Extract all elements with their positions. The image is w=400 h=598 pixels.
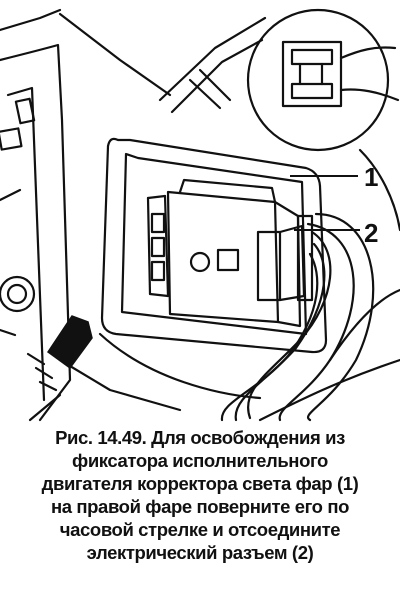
small-bracket <box>14 97 36 125</box>
housing-edge <box>0 8 62 32</box>
caption-line: двигателя корректора света фар (1) <box>41 473 359 494</box>
connector-pin <box>189 251 211 273</box>
diagram-drawing: 1 2 <box>0 8 400 422</box>
caption-line: на правой фаре поверните его по <box>50 496 349 517</box>
headlamp-diagram: 1 2 <box>0 8 400 422</box>
electrical-connector <box>166 190 280 324</box>
caption-line: Рис. 14.49. Для освобождения из <box>55 427 345 448</box>
upper-connector-ring <box>246 8 390 152</box>
housing-mid-line <box>58 12 172 97</box>
housing-inner-line <box>6 86 46 402</box>
upper-connector-plug <box>281 40 343 108</box>
lens-edge <box>358 148 400 232</box>
rotation-arrow-icon <box>46 315 93 370</box>
caption-line: электрический разъем (2) <box>86 542 314 563</box>
figure-caption: Рис. 14.49. Для освобождения из фиксатор… <box>0 426 400 564</box>
connector-latch <box>216 248 240 272</box>
grommet <box>0 275 36 313</box>
callout-1: 1 <box>364 162 378 192</box>
callout-2: 2 <box>364 218 378 248</box>
caption-line: часовой стрелке и отсоедините <box>59 519 341 540</box>
caption-line: фиксатора исполнительного <box>72 450 328 471</box>
housing-left-contour <box>0 43 72 422</box>
actuator-housing-outer <box>100 137 328 354</box>
upper-beam <box>158 16 267 102</box>
